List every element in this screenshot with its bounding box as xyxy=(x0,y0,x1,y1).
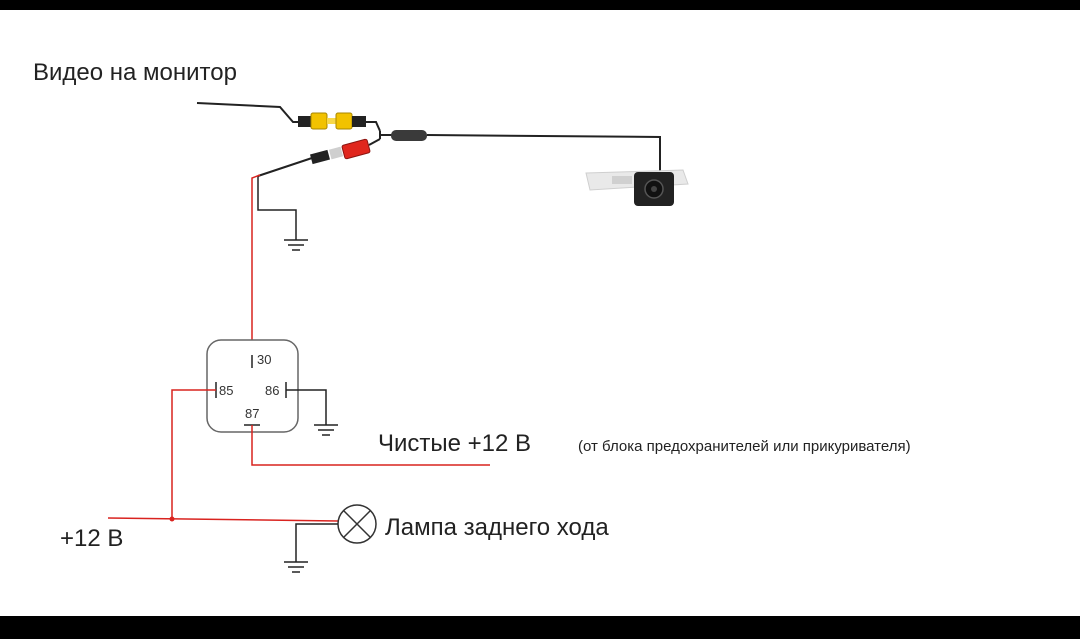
relay-pin-30: 30 xyxy=(257,352,271,367)
ground-symbol-camera xyxy=(284,239,308,251)
cable-junction xyxy=(379,131,392,139)
lamp-ground-wire xyxy=(295,523,338,562)
monitor-video-cable xyxy=(196,102,300,123)
yellow-rca-tail xyxy=(366,121,381,132)
cable-splitter xyxy=(391,130,427,141)
red-rca-connector xyxy=(310,138,371,165)
reverse-camera xyxy=(585,169,689,206)
relay-pin-86: 86 xyxy=(265,383,279,398)
relay-pin-87: 87 xyxy=(245,406,259,421)
reverse-12v-wire xyxy=(107,517,339,522)
diagram-canvas: Видео на монитор 30 85 xyxy=(0,10,1080,616)
relay-30-power-wire xyxy=(251,174,261,365)
video-to-monitor-label: Видео на монитор xyxy=(33,59,237,86)
camera-ground-wire xyxy=(257,176,297,240)
reverse-lamp-icon xyxy=(337,504,377,544)
red-rca-tail xyxy=(368,138,381,146)
relay-pin-85: 85 xyxy=(219,383,233,398)
ground-symbol-relay xyxy=(314,424,338,436)
camera-cable xyxy=(426,134,661,178)
relay-86-ground-wire xyxy=(286,389,327,425)
red-rca-lead xyxy=(257,157,313,177)
plus-12v-label: +12 В xyxy=(60,525,123,552)
ground-symbol-lamp xyxy=(284,561,308,573)
yellow-rca-connector xyxy=(298,112,366,130)
relay-87-clean-12v-wire xyxy=(251,425,490,466)
clean-12v-label: Чистые +12 В xyxy=(378,430,531,457)
reverse-lamp-label: Лампа заднего хода xyxy=(385,514,609,541)
relay-85-wire xyxy=(171,389,216,520)
wiring-diagram: Видео на монитор 30 85 xyxy=(33,59,911,573)
clean-12v-note: (от блока предохранителей или прикуриват… xyxy=(578,438,911,455)
